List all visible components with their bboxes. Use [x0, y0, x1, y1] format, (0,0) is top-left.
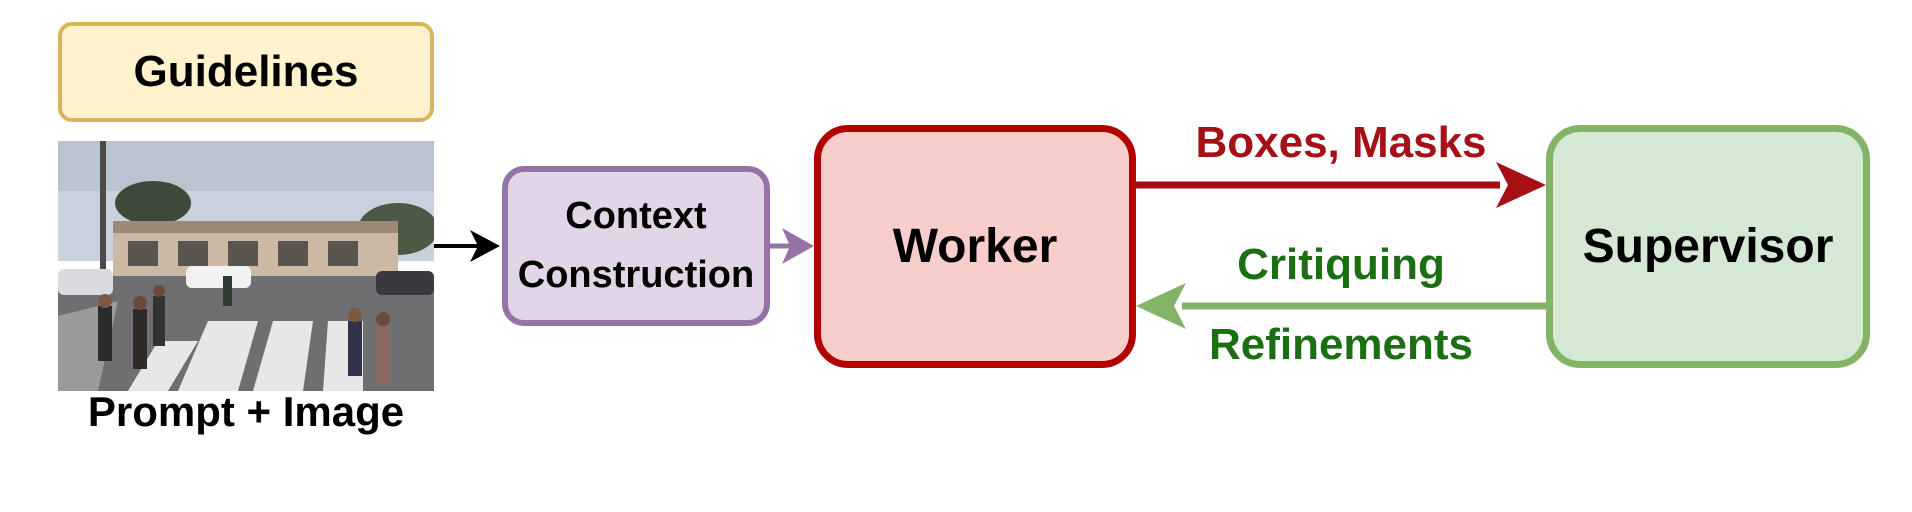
- critiquing-label: Critiquing: [1237, 240, 1445, 289]
- arrow-supervisor-to-worker: [1136, 283, 1546, 329]
- arrow-image-to-context: [434, 230, 500, 262]
- prompt-image-label: Prompt + Image: [87, 388, 405, 435]
- guidelines-box: Guidelines: [58, 22, 434, 122]
- refinements-label: Refinements: [1208, 320, 1474, 369]
- context-construction-box: Context Construction: [502, 166, 770, 326]
- guidelines-label: Guidelines: [133, 47, 359, 96]
- worker-label: Worker: [892, 220, 1058, 273]
- context-label-line2: Construction: [517, 254, 755, 296]
- arrow-worker-to-supervisor: [1136, 162, 1546, 208]
- supervisor-label: Supervisor: [1582, 220, 1834, 273]
- worker-box: Worker: [814, 125, 1136, 368]
- arrow-context-to-worker: [770, 228, 814, 264]
- street-crosswalk-photo: [58, 141, 434, 391]
- supervisor-box: Supervisor: [1546, 125, 1870, 368]
- context-label-line1: Context: [565, 195, 707, 238]
- boxes-masks-label: Boxes, Masks: [1195, 118, 1487, 167]
